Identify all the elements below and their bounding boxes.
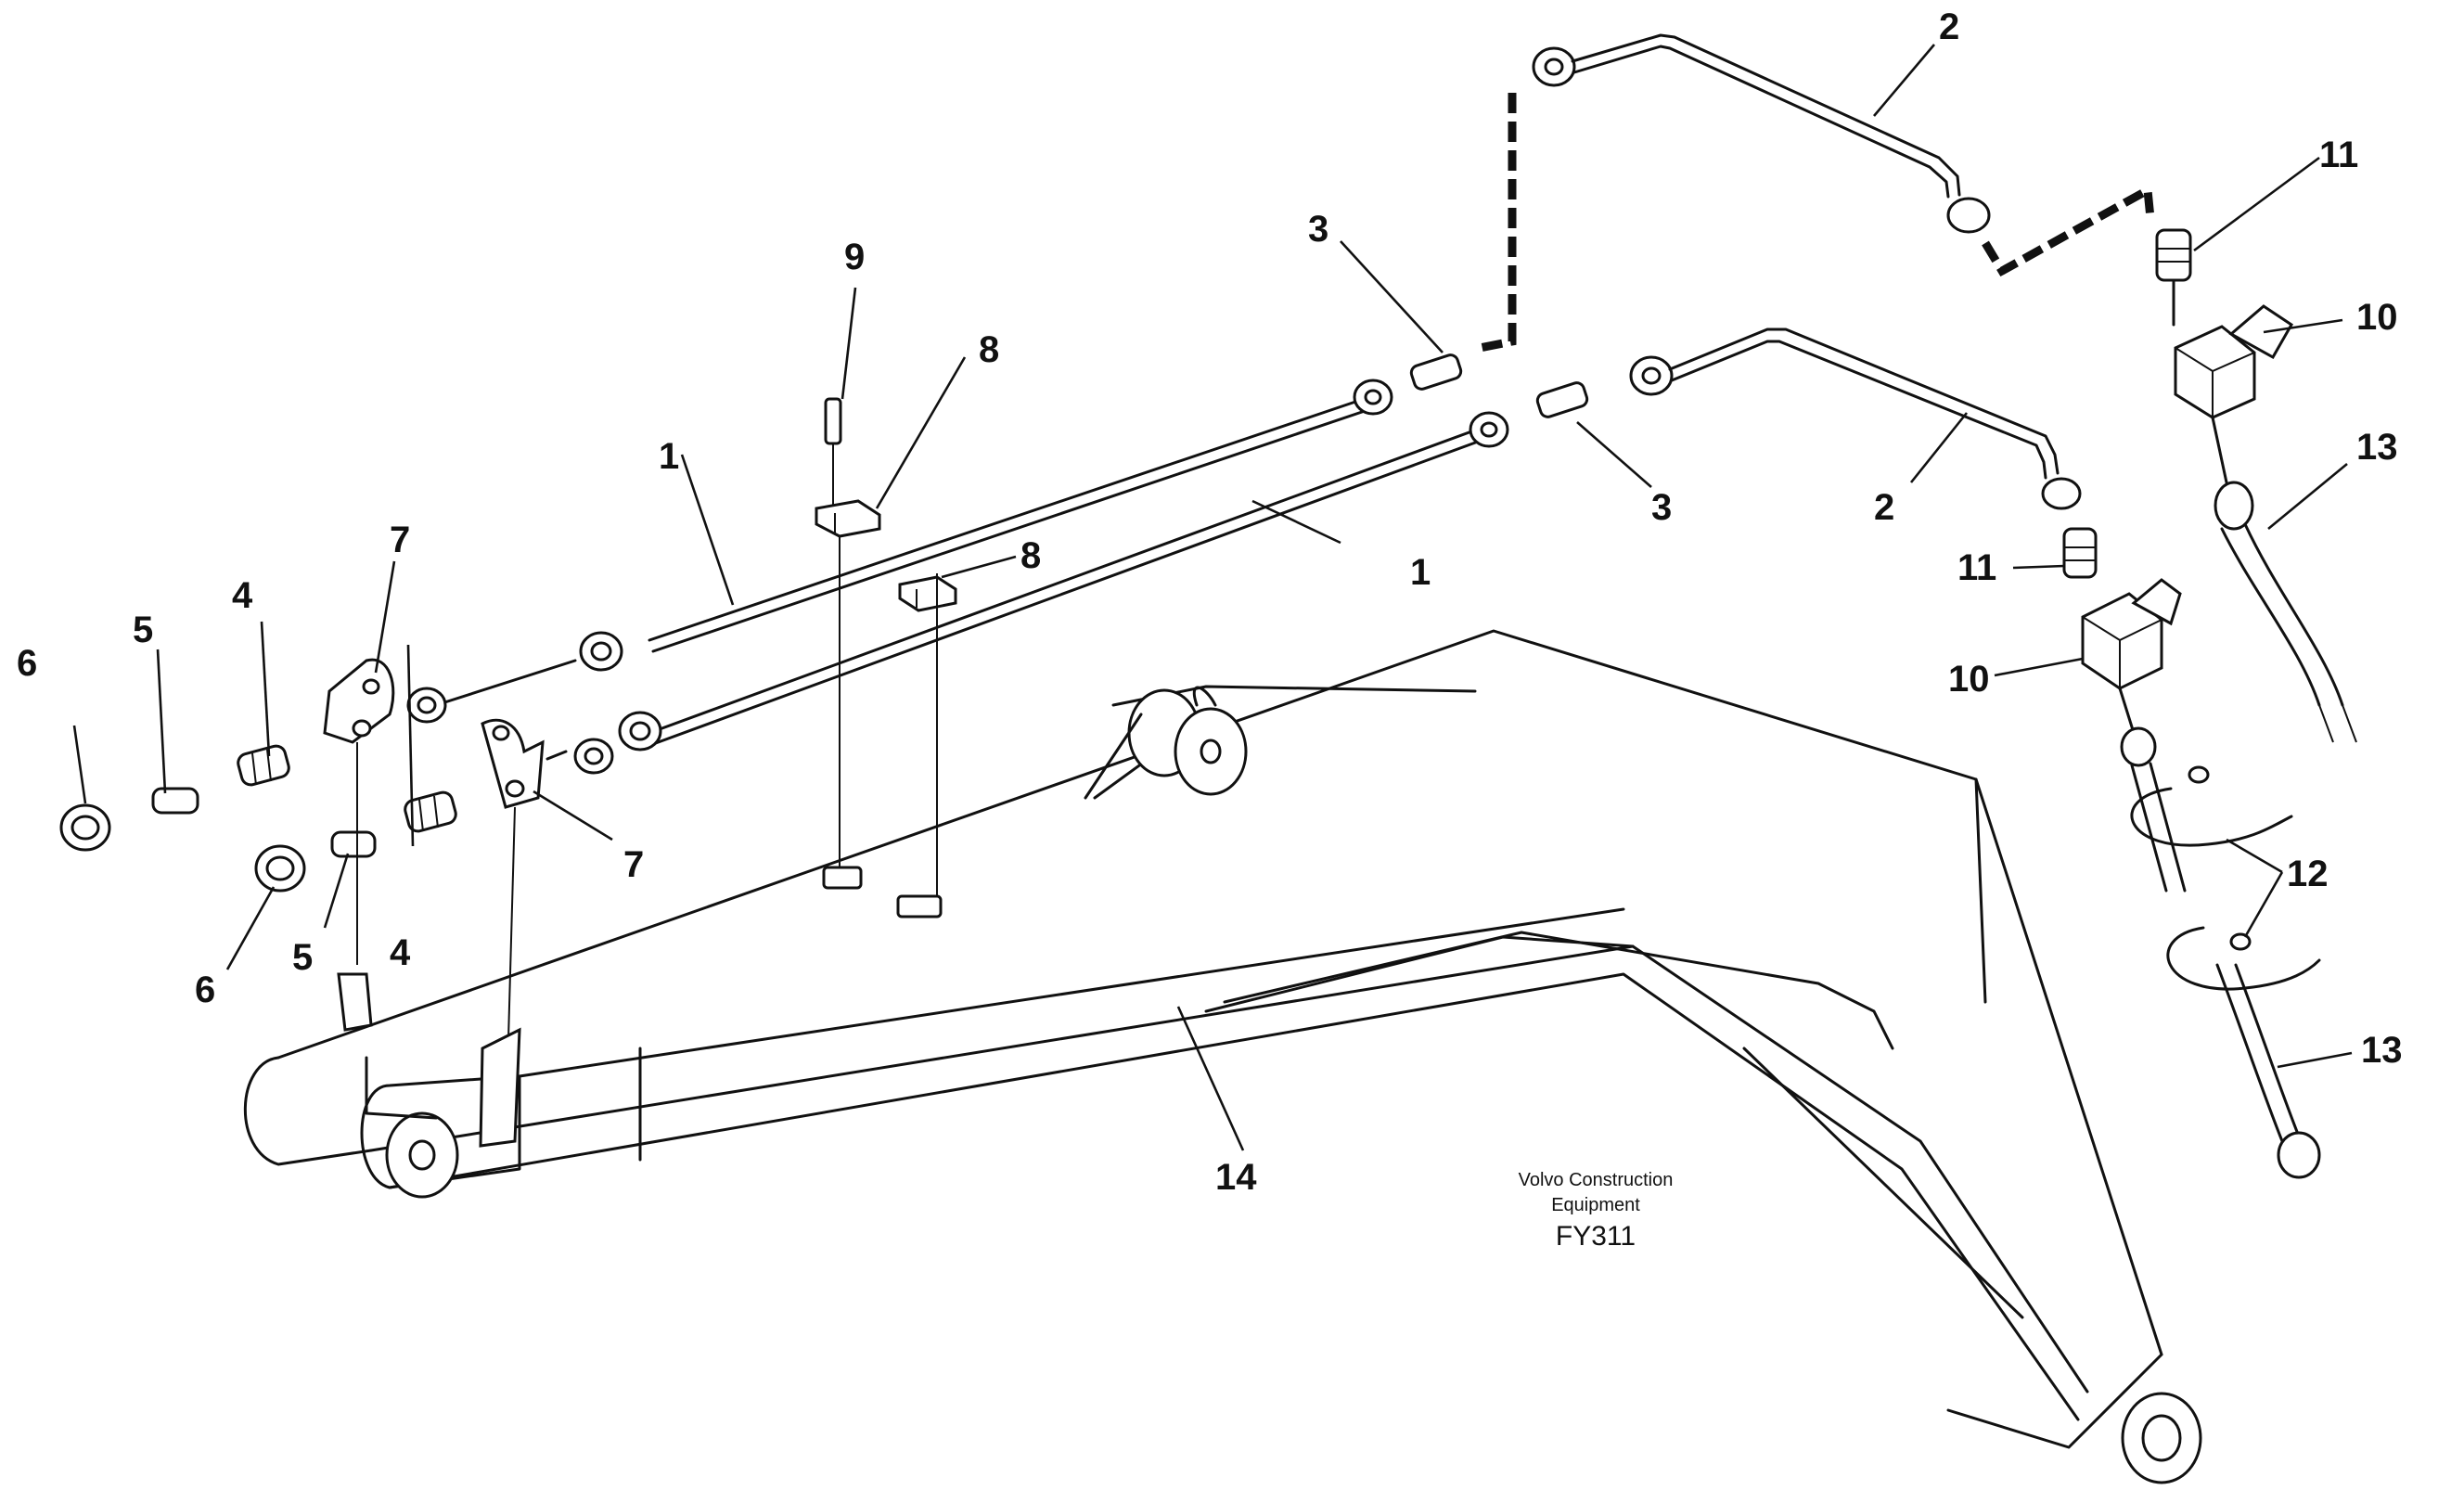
caption-line1: Volvo Construction	[1519, 1170, 1674, 1190]
adapter-4-upper	[237, 744, 290, 787]
clamp-8-upper	[815, 499, 881, 538]
clamp-8-lower	[898, 575, 957, 612]
pipe-nut	[406, 687, 447, 724]
callout-7a: 7	[390, 520, 410, 560]
callout-9: 9	[844, 237, 865, 277]
bracket-7-upper	[323, 658, 395, 965]
callout-11b: 11	[1957, 547, 1996, 588]
pipe-1-upper	[648, 397, 1369, 653]
clamp-12-lower	[2166, 926, 2321, 991]
callout-3a: 3	[1308, 209, 1328, 250]
cap-6-lower	[254, 844, 306, 893]
callout-10b: 10	[1948, 659, 1990, 700]
mount-strip	[337, 972, 521, 1148]
block-10-lower	[2081, 578, 2182, 690]
callout-12: 12	[2287, 854, 2329, 894]
callout-3b: 3	[1651, 487, 1672, 528]
block-10-upper	[2174, 304, 2293, 419]
pipe-nut	[573, 738, 614, 775]
adapter-11-lower	[2062, 527, 2098, 579]
callout-6a: 6	[17, 643, 37, 684]
drawing-code: FY311	[1556, 1221, 1636, 1252]
boom-14	[243, 629, 2202, 1484]
cap-6-upper	[59, 803, 111, 852]
callout-13a: 13	[2356, 427, 2398, 468]
bracket-7-lower	[481, 718, 545, 1040]
callout-10a: 10	[2356, 297, 2398, 338]
adapter-4-lower	[404, 790, 457, 833]
pipe-1-lower	[648, 425, 1490, 746]
callout-8a: 8	[979, 329, 999, 370]
callouts: 1 1 2 2 3 3 4 4 5 5 6 6 7 7 8 8 9 10 10 …	[17, 6, 2403, 1198]
pipe-nut	[1353, 379, 1393, 416]
nipple-5-lower	[330, 830, 377, 858]
callout-14: 14	[1215, 1157, 1257, 1198]
nipple-5-upper	[151, 787, 199, 815]
pipe-nut	[618, 711, 662, 751]
hose-13-upper	[2214, 481, 2357, 743]
bolt-9	[824, 397, 842, 506]
caption-line2: Equipment	[1551, 1195, 1640, 1215]
callout-4b: 4	[390, 932, 411, 973]
callout-1a: 1	[659, 436, 679, 477]
fitting-3-upper	[1409, 353, 1463, 391]
hose-13-lower	[2120, 726, 2321, 1179]
callout-5b: 5	[292, 937, 313, 978]
callout-2b: 2	[1874, 487, 1894, 528]
clamp-12-upper	[2130, 765, 2293, 847]
callout-2a: 2	[1939, 6, 1959, 47]
callout-13b: 13	[2361, 1030, 2403, 1071]
pipe-2-lower	[1629, 328, 2082, 510]
adapter-11-upper	[2155, 228, 2192, 282]
pipe-nut	[579, 631, 623, 672]
pipe-2-upper	[1532, 33, 1991, 234]
callout-11a: 11	[2319, 135, 2358, 175]
drawing-caption: Volvo Construction Equipment FY311	[1519, 1170, 1674, 1252]
hose-dashed-upper	[1474, 93, 1517, 353]
callout-7b: 7	[623, 844, 644, 885]
callout-6b: 6	[195, 970, 215, 1010]
pipe-nut	[1469, 411, 1509, 448]
callout-8b: 8	[1020, 535, 1041, 576]
callout-1b: 1	[1410, 552, 1431, 593]
leader-lines	[72, 44, 2353, 1151]
hose-dashed-right	[1982, 183, 2155, 277]
clamp-base	[822, 866, 943, 918]
callout-5a: 5	[133, 610, 153, 650]
callout-4a: 4	[232, 575, 253, 616]
fitting-3-lower	[1535, 381, 1589, 418]
